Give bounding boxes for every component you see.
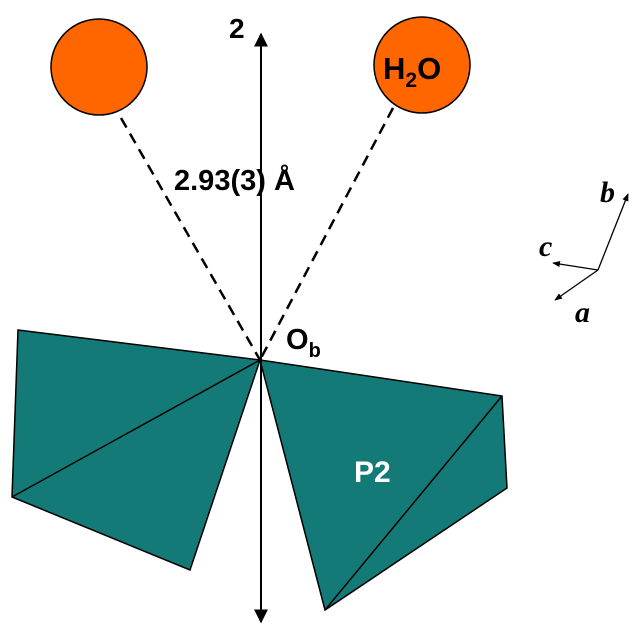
oxygen-label-main: O [286, 324, 309, 356]
crystal-axes: b c a [539, 176, 629, 329]
left-polyhedron-edge [11, 359, 261, 498]
a-axis-arrow [554, 269, 599, 301]
water-sphere-left [50, 18, 148, 116]
c-axis-arrow [552, 260, 599, 271]
axis-label: 2 [229, 13, 245, 44]
oxygen-label: Ob [286, 324, 321, 362]
oxygen-label-subscript: b [309, 340, 321, 362]
b-axis-label: b [600, 176, 615, 209]
b-axis-arrow [597, 193, 629, 271]
left-polyhedron [11, 329, 262, 571]
right-polyhedron-edge [324, 395, 503, 611]
water-label-subscript: 2 [405, 69, 417, 92]
water-label: H2O [383, 51, 441, 92]
left-polyhedron-face [11, 329, 262, 571]
water-sphere-right [373, 16, 471, 114]
a-axis-label: a [575, 296, 590, 329]
right-polyhedron: P2 [258, 359, 508, 612]
hydrogen-bond-right [258, 107, 395, 361]
polyhedron-label: P2 [354, 456, 391, 489]
hydrogen-bond-left [119, 117, 262, 361]
water-label-h: H [383, 51, 405, 86]
right-polyhedron-face [258, 359, 508, 612]
water-label-o: O [417, 51, 441, 86]
c-axis-label: c [539, 230, 552, 263]
distance-label: 2.93(3) Å [174, 164, 295, 197]
